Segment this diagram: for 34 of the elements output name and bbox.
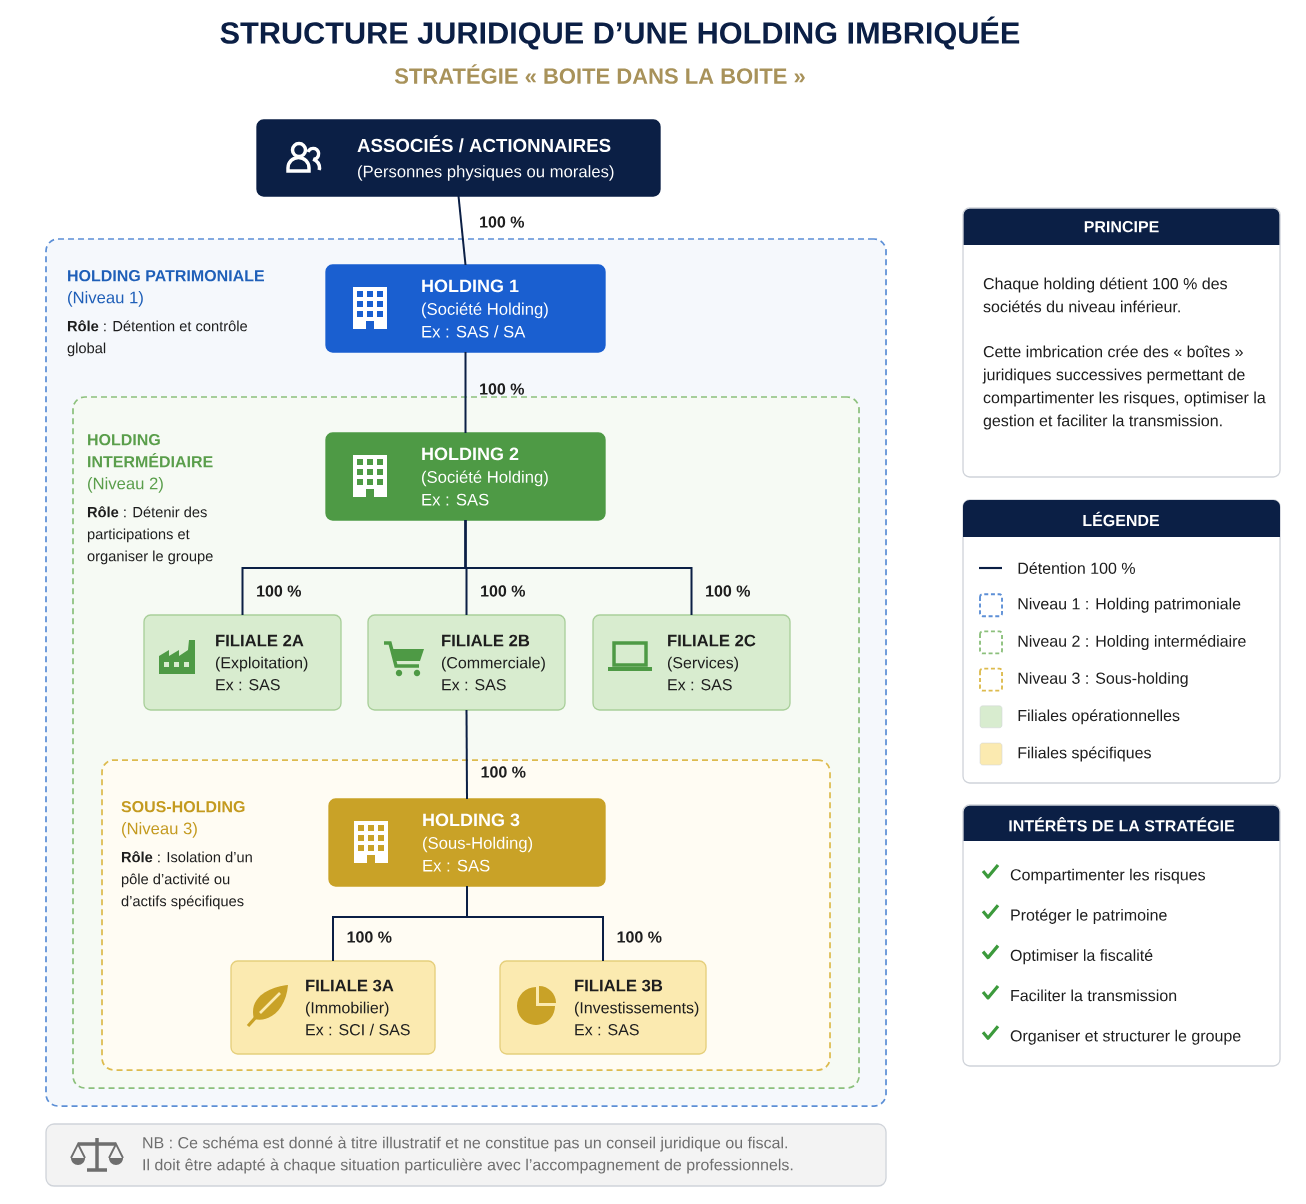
legend-entry: Niveau 2 : Holding intermédiaire <box>979 630 1246 655</box>
legend-entry: Niveau 3 : Sous-holding <box>979 667 1188 692</box>
subsidiary-box: FILIALE 2C (Services) Ex : SAS <box>592 614 791 711</box>
edge-label: 100 % <box>481 766 526 778</box>
edge-label: 100 % <box>481 585 526 597</box>
connector <box>464 519 693 616</box>
legend-entry: Détention 100 % <box>979 562 1135 574</box>
edge-label: 100 % <box>480 383 525 395</box>
edge-label: 100 % <box>257 585 302 597</box>
legend-entry: Filiales spécifiques <box>979 742 1151 766</box>
subsidiary-box: FILIALE 3A (Immobilier) Ex : SCI / SAS <box>230 960 436 1055</box>
subsidiary-box: FILIALE 2A (Exploitation) Ex : SAS <box>143 614 342 711</box>
edge-label: 100 % <box>480 216 525 228</box>
connector <box>457 195 467 266</box>
connector <box>465 709 468 800</box>
holding-box: HOLDING 1 (Société Holding) Ex : SAS / SA <box>325 264 606 353</box>
shareholders-box: ASSOCIÉS / ACTIONNAIRES (Personnes physiques ou morales) <box>256 119 661 197</box>
subsidiary-box: FILIALE 3B (Investissements) Ex : SAS <box>499 960 707 1055</box>
edge-label: 100 % <box>706 585 751 597</box>
info-panel: INTÉRÊTS DE LA STRATÉGIE Compartimenter les risques Protéger le patrimoine Optimiser la fiscalité Faciliter la transmission Organiser et structurer le groupe <box>962 804 1281 1067</box>
subtitle: STRATÉGIE « BOITE DANS LA BOITE » <box>394 64 805 84</box>
edge-label: 100 % <box>347 931 392 943</box>
holding-box: HOLDING 2 (Société Holding) Ex : SAS <box>325 432 606 521</box>
panel-heading: LÉGENDE <box>963 500 1280 537</box>
holding-box: HOLDING 3 (Sous-Holding) Ex : SAS <box>328 798 606 887</box>
title: STRUCTURE JURIDIQUE D’UNE HOLDING IMBRIQUÉE <box>220 16 1020 50</box>
edge-label: 100 % <box>617 931 662 943</box>
legend-entry: Filiales opérationnelles <box>979 705 1180 729</box>
connector <box>466 885 604 962</box>
subsidiary-box: FILIALE 2B (Commerciale) Ex : SAS <box>367 614 566 711</box>
legend-entry: Niveau 1 : Holding patrimoniale <box>979 593 1241 618</box>
info-panel: PRINCIPE Chaque holding détient 100 % des sociétés du niveau inférieur. Cette imbrication crée des « boîtes » juridiques successives permettant de compartimenter les risques, optimiser la gestion et faciliter la transmission. <box>962 207 1281 478</box>
connector <box>464 351 467 434</box>
note-box: NB : Ce schéma est donné à titre illustratif et ne constitue pas un conseil juridique ou fiscal. Il doit être adapté à chaque situation particulière avec l’accompagnement de professionnels. <box>45 1123 887 1187</box>
